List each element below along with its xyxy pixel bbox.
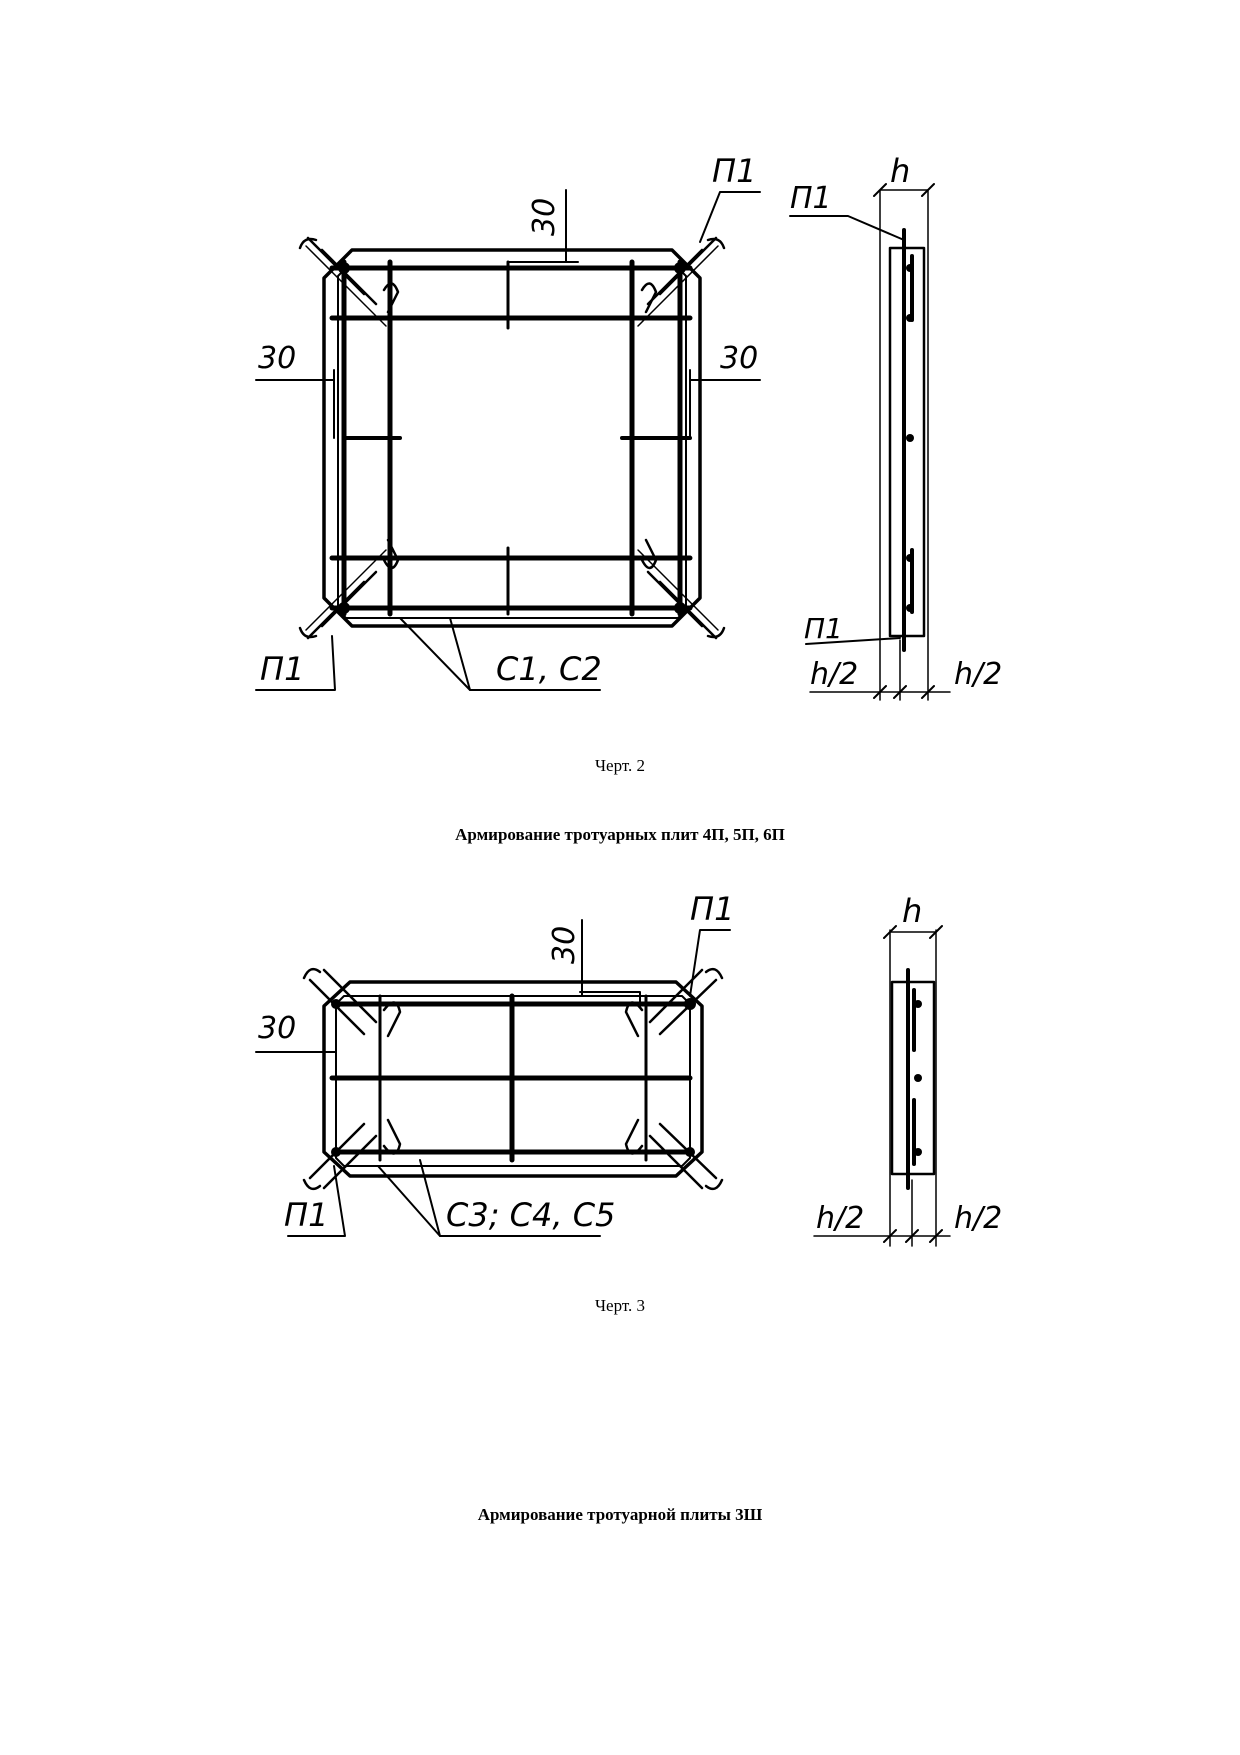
label-p1-bottom: П1 [284, 1196, 328, 1234]
label-h2-left: h/2 [810, 657, 858, 692]
label-p1-top: П1 [712, 152, 756, 190]
label-dim-30-right: 30 [720, 341, 758, 376]
label-dim-30-top: 30 [527, 198, 562, 236]
label-side-p1-bottom: П1 [804, 612, 843, 645]
label-p1-top: П1 [690, 890, 734, 928]
label-dim-30-left: 30 [258, 1011, 296, 1046]
label-p1-bottom: П1 [260, 650, 304, 688]
figure-2-drawing: П1 30 30 30 П1 С1, С2 h П1 П1 h/2 h/2 [255, 152, 1002, 701]
label-thickness-h: h [902, 892, 922, 930]
label-thickness-h: h [890, 152, 910, 190]
label-side-p1-top: П1 [790, 181, 832, 216]
figure-3-drawing: П1 30 30 П1 С3; С4, С5 h h/2 h/2 [255, 890, 1002, 1247]
label-h2-right: h/2 [954, 657, 1002, 692]
figure-2-caption: Черт. 2 [594, 756, 646, 775]
label-dim-30-left: 30 [258, 341, 296, 376]
section-heading-plates-4p-5p-6p: Армирование тротуарных плит 4П, 5П, 6П [455, 825, 785, 844]
section-heading-plate-3sh: Армирование тротуарной плиты 3Ш [477, 1505, 763, 1524]
label-mesh-c1-c2: С1, С2 [496, 650, 602, 688]
figure-3-caption: Черт. 3 [594, 1296, 646, 1315]
label-h2-right: h/2 [954, 1201, 1002, 1236]
label-dim-30-top: 30 [547, 926, 582, 964]
label-mesh-c3-c4-c5: С3; С4, С5 [446, 1196, 615, 1234]
label-h2-left: h/2 [816, 1201, 864, 1236]
